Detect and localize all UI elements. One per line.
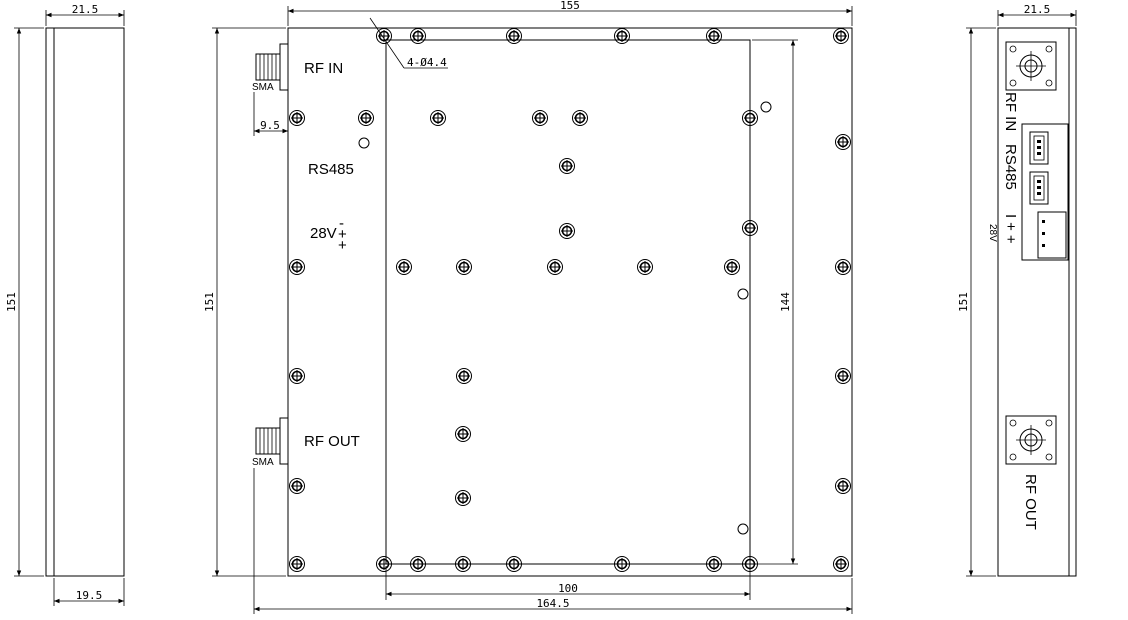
screw-icon [559, 158, 575, 174]
screw-icon [506, 556, 522, 572]
hole-group [358, 101, 772, 535]
left-height-label: 151 [5, 292, 18, 312]
screw-icon [455, 426, 471, 442]
side-rs485-label: RS485 [1002, 144, 1019, 190]
hole-spec-label: 4-Ø4.4 [407, 56, 447, 69]
power-plus-label-2: + [338, 237, 347, 254]
screw-icon [289, 110, 305, 126]
front-total-width-label: 164.5 [536, 597, 569, 610]
screw-icon [614, 28, 630, 44]
side-power-pins-label: I++ [1002, 214, 1019, 248]
sma-connector-bottom [255, 417, 289, 465]
screw-icon [532, 110, 548, 126]
sma-top-label: SMA [252, 82, 274, 93]
sma-bottom-label: SMA [252, 457, 274, 468]
power-plus-label-1: + [338, 226, 347, 243]
screw-icon [456, 368, 472, 384]
screw-icon [455, 556, 471, 572]
screw-icon [376, 28, 392, 44]
screw-icon [506, 28, 522, 44]
screw-icon [706, 556, 722, 572]
sma-flange-bottom [1005, 415, 1057, 465]
rs485-connector-2 [1029, 171, 1049, 205]
connector-block [1021, 123, 1069, 261]
screw-icon [410, 556, 426, 572]
front-offset-label: 9.5 [260, 119, 280, 132]
left-bottom-width-label: 19.5 [76, 589, 103, 602]
power-label: 28V [310, 225, 337, 242]
rs485-label: RS485 [308, 161, 354, 178]
right-height-label: 151 [957, 292, 970, 312]
power-minus-label: - [339, 215, 344, 232]
right-side-view: 21.5 151 [957, 3, 1077, 577]
screw-icon [742, 110, 758, 126]
mounting-hole-icon [358, 137, 370, 149]
screw-icon [637, 259, 653, 275]
front-height-label: 151 [203, 292, 216, 312]
front-view: 155 151 144 100 164.5 9.5 4-Ø4.4 [203, 0, 853, 614]
screw-icon [835, 368, 851, 384]
power-connector [1037, 211, 1067, 259]
screw-icon [455, 490, 471, 506]
screw-icon [742, 220, 758, 236]
mounting-hole-icon [737, 523, 749, 535]
left-top-width-label: 21.5 [72, 3, 99, 16]
screw-icon [410, 28, 426, 44]
screw-icon [289, 368, 305, 384]
side-rf-out-label: RF OUT [1022, 474, 1039, 530]
screw-icon [706, 28, 722, 44]
front-outer-frame [287, 27, 853, 577]
screw-icon [742, 556, 758, 572]
front-top-width-label: 155 [560, 0, 580, 12]
screw-icon [833, 28, 849, 44]
screw-icon [358, 110, 374, 126]
screw-icon [456, 259, 472, 275]
screw-group [289, 28, 851, 572]
screw-icon [289, 556, 305, 572]
sma-connector-top [255, 43, 289, 91]
screw-icon [559, 223, 575, 239]
screw-icon [833, 556, 849, 572]
right-view-body [997, 27, 1077, 577]
screw-icon [835, 478, 851, 494]
mounting-hole-icon [737, 288, 749, 300]
side-28v-label: 28V [987, 224, 998, 242]
left-view-body [45, 27, 125, 577]
screw-icon [835, 134, 851, 150]
rs485-connector-1 [1029, 131, 1049, 165]
sma-flange-top [1005, 41, 1057, 91]
left-side-view: 21.5 19.5 151 [5, 3, 125, 606]
rf-out-label: RF OUT [304, 433, 360, 450]
screw-icon [396, 259, 412, 275]
front-inner-width-label: 100 [558, 582, 578, 595]
screw-icon [376, 556, 392, 572]
screw-icon [614, 556, 630, 572]
front-inner-height-label: 144 [779, 292, 792, 312]
right-top-width-label: 21.5 [1024, 3, 1051, 16]
screw-icon [835, 259, 851, 275]
front-inner-panel [385, 39, 751, 565]
rf-in-label: RF IN [304, 60, 343, 77]
screw-icon [289, 259, 305, 275]
mounting-hole-icon [760, 101, 772, 113]
screw-icon [572, 110, 588, 126]
screw-icon [430, 110, 446, 126]
screw-icon [547, 259, 563, 275]
screw-icon [724, 259, 740, 275]
screw-icon [289, 478, 305, 494]
side-rf-in-label: RF IN [1002, 92, 1019, 131]
